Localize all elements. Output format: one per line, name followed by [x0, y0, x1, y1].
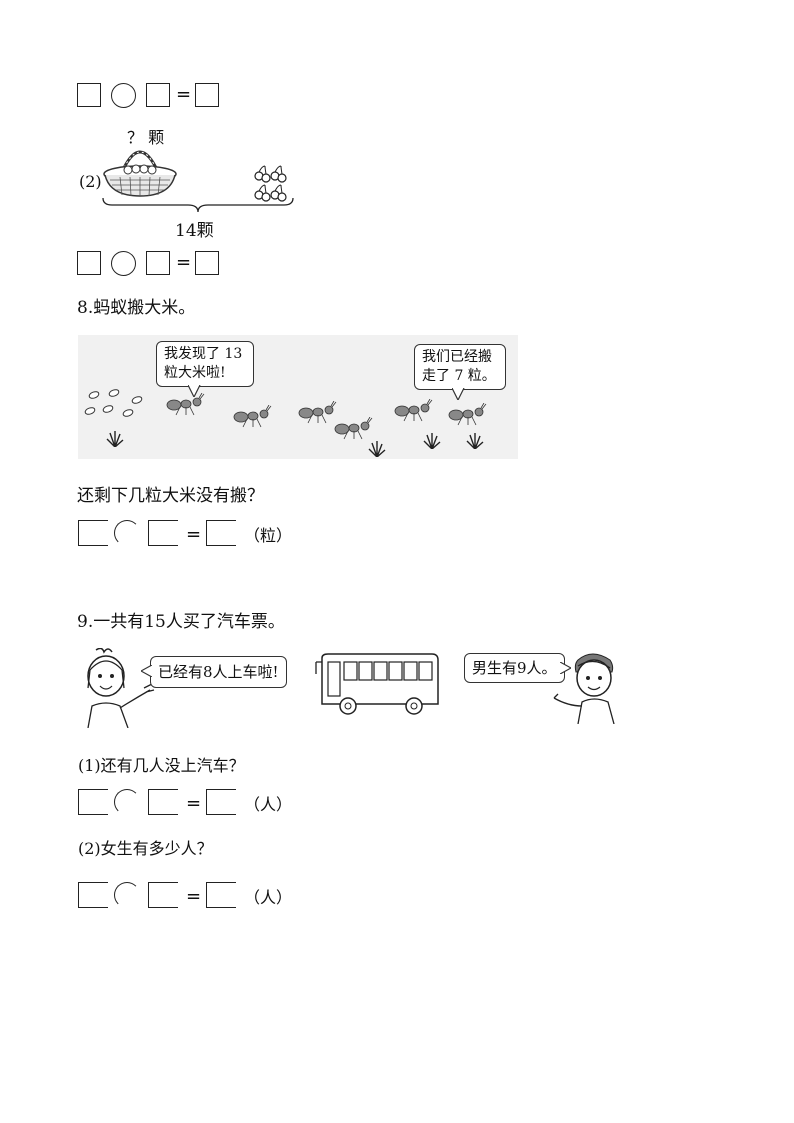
bubble-text: 已经有8人上车啦! [158, 663, 279, 681]
answer-box[interactable] [146, 251, 170, 275]
ant-icon [233, 405, 272, 428]
bubble-line: 我发现了 13 [164, 346, 243, 362]
sub-question-2: (2)女生有多少人？ [78, 839, 213, 858]
rice-grains-illustration [84, 389, 143, 417]
cherries-illustration [254, 165, 287, 202]
speech-bubble-right: 我们已经搬 走了 7 粒。 [414, 344, 506, 390]
bubble-tail [560, 662, 571, 674]
sub-question-1: (1)还有几人没上汽车？ [78, 756, 245, 775]
answer-box[interactable] [195, 83, 219, 107]
unknown-label: ？ 颗 [127, 128, 165, 147]
bubble-tail [452, 388, 465, 400]
total-label: 14颗 [175, 221, 214, 241]
answer-box[interactable] [148, 789, 178, 815]
operator-circle[interactable] [111, 83, 136, 108]
speech-bubble-girl: 已经有8人上车啦! [150, 656, 287, 688]
answer-box[interactable] [206, 882, 236, 908]
answer-box[interactable] [148, 520, 178, 546]
bubble-tail [141, 665, 152, 677]
answer-box[interactable] [195, 251, 219, 275]
bubble-line: 粒大米啦! [164, 365, 226, 381]
bus-illustration [315, 653, 439, 715]
problem-title: 8.蚂蚁搬大米。 [77, 298, 196, 318]
total-brace [102, 197, 294, 213]
equals-sign: = [176, 84, 192, 105]
sub-question-number: (2) [79, 172, 102, 191]
bubble-tail [188, 385, 201, 397]
answer-box[interactable] [77, 251, 101, 275]
ant-scene: 我发现了 13 粒大米啦! 我们已经搬 走了 7 粒。 [78, 335, 518, 459]
answer-box[interactable] [148, 882, 178, 908]
unit-label: （人） [244, 795, 293, 814]
speech-bubble-boy: 男生有9人。 [464, 653, 565, 683]
answer-box[interactable] [77, 83, 101, 107]
answer-box[interactable] [78, 520, 108, 546]
grass-icon [106, 431, 124, 447]
ant-icon [166, 393, 205, 416]
ant-icon [448, 403, 487, 426]
boy-illustration [553, 653, 615, 724]
equals-sign: = [186, 524, 202, 545]
answer-box[interactable] [78, 882, 108, 908]
basket-illustration [103, 150, 177, 197]
equals-sign: = [176, 252, 192, 273]
answer-box[interactable] [206, 789, 236, 815]
grass-icon [423, 433, 441, 449]
operator-circle[interactable] [114, 520, 140, 546]
grass-icon [466, 433, 484, 449]
operator-circle[interactable] [114, 789, 140, 815]
grass-icon [368, 441, 386, 457]
bubble-line: 走了 7 粒。 [422, 368, 496, 384]
unit-label: （粒） [244, 526, 293, 545]
question-text: 还剩下几粒大米没有搬？ [77, 486, 264, 506]
operator-circle[interactable] [114, 882, 140, 908]
ant-icon [298, 401, 337, 424]
unit-label: （人） [244, 888, 293, 907]
equals-sign: = [186, 886, 202, 907]
girl-illustration [87, 648, 155, 728]
speech-bubble-left: 我发现了 13 粒大米啦! [156, 341, 254, 387]
ant-icon [394, 399, 433, 422]
problem-title: 9.一共有15人买了汽车票。 [77, 612, 285, 632]
answer-box[interactable] [78, 789, 108, 815]
ant-icon [334, 417, 373, 440]
answer-box[interactable] [206, 520, 236, 546]
equals-sign: = [186, 793, 202, 814]
operator-circle[interactable] [111, 251, 136, 276]
bubble-text: 男生有9人。 [472, 659, 557, 677]
answer-box[interactable] [146, 83, 170, 107]
bubble-line: 我们已经搬 [422, 349, 492, 365]
